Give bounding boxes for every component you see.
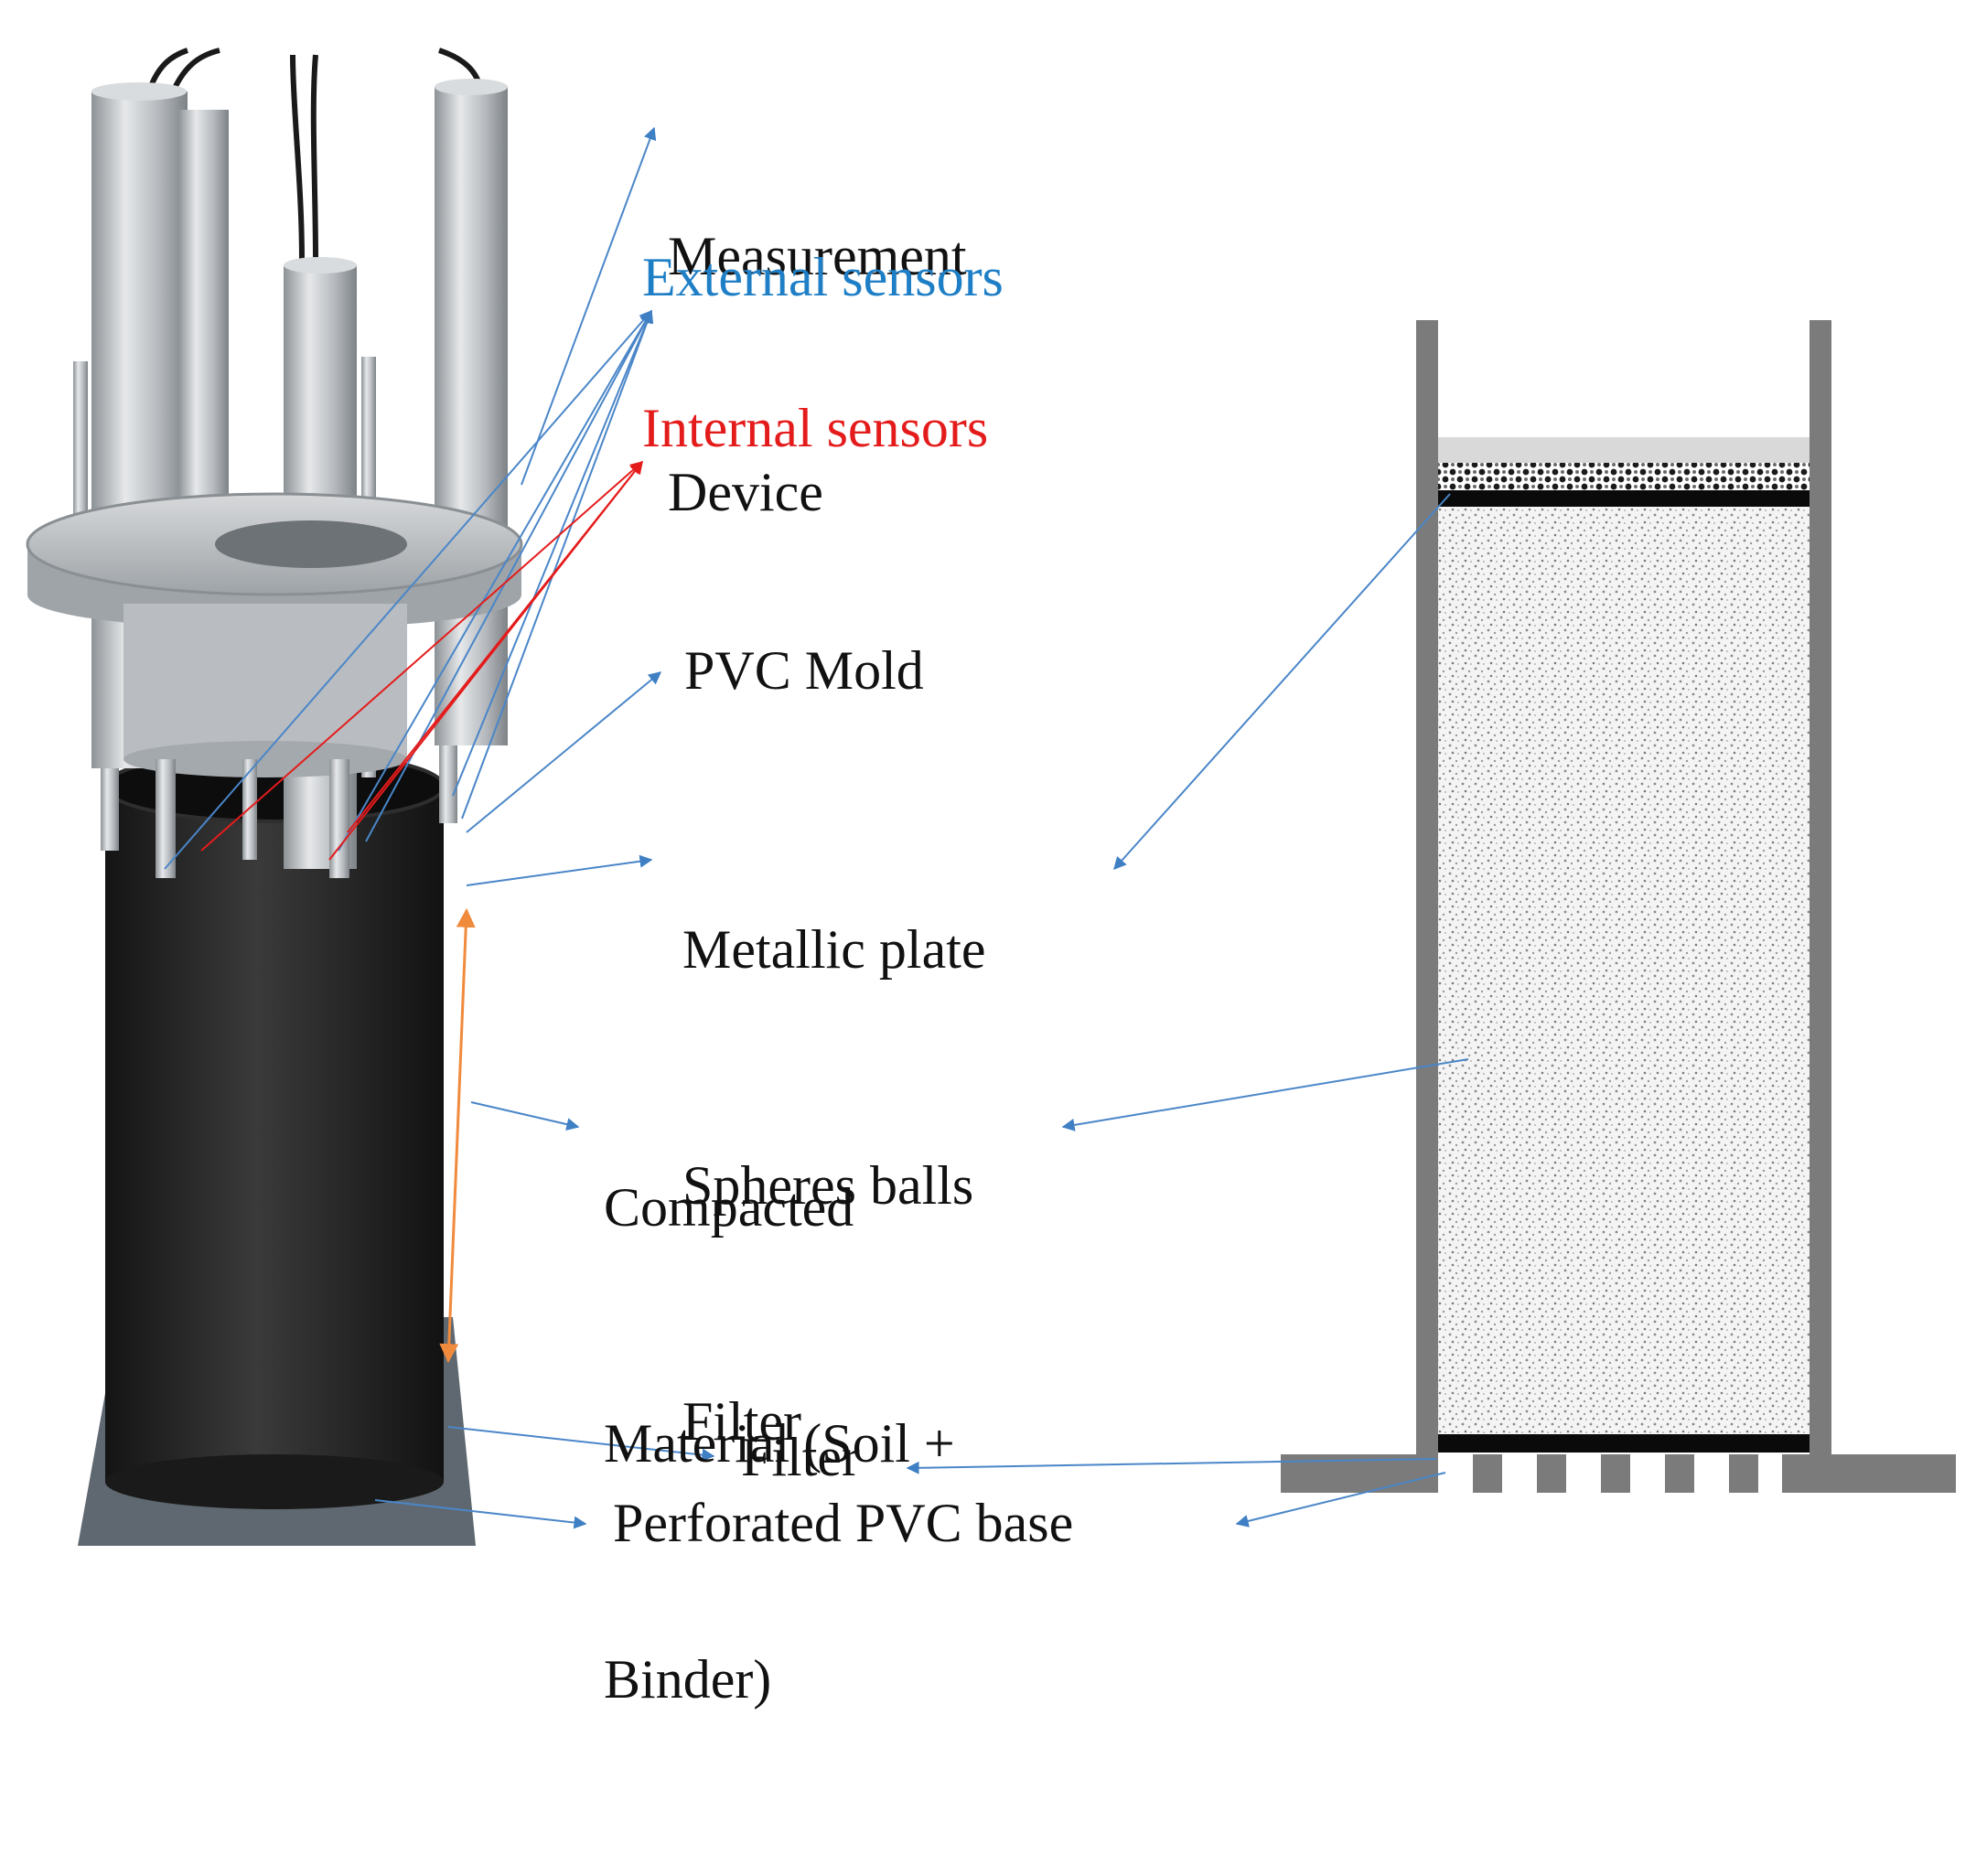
metallic-flange: [26, 492, 523, 777]
label-line: Measurement: [668, 226, 967, 286]
metallic-plate-layer: [1438, 490, 1810, 507]
perforated-base-schematic: [1281, 1454, 1956, 1493]
right-wall: [1810, 320, 1831, 1454]
left-wall: [1416, 320, 1438, 1454]
label-line: Spheres balls: [682, 1155, 974, 1216]
top-cap: [1438, 437, 1810, 463]
plate-spheres-filter-label: Metallic plate Spheres balls Filter: [682, 753, 986, 1618]
diagram-stage: Measurement Device External sensors Inte…: [26, 48, 1956, 1710]
label-line: Compacted: [604, 1177, 854, 1238]
label-line: Binder): [604, 1649, 772, 1710]
filter-label: Filter: [741, 1427, 860, 1487]
bottom-filter-layer: [1438, 1434, 1810, 1453]
external-sensors-label: External sensors: [642, 247, 1004, 307]
spheres-balls-layer: [1438, 463, 1810, 490]
label-line: Device: [668, 462, 823, 522]
label-line: Filter: [682, 1391, 801, 1452]
leader-lines: [164, 126, 1469, 1529]
internal-sensors-label: Internal sensors: [642, 398, 989, 458]
schematic-cross-section: [1281, 320, 1956, 1493]
perforated-pvc-base-label: Perforated PVC base: [613, 1493, 1074, 1553]
label-line: Material (Soil +: [604, 1413, 955, 1474]
label-line: Metallic plate: [682, 919, 986, 980]
pvc-mold-pipe: [105, 787, 444, 1482]
soil-material: [1438, 501, 1810, 1434]
pvc-mold-label: PVC Mold: [684, 640, 924, 701]
diagram-artwork: [26, 48, 1956, 1546]
measurement-device-label: Measurement Device: [668, 59, 967, 689]
apparatus-illustration: [26, 48, 523, 1546]
